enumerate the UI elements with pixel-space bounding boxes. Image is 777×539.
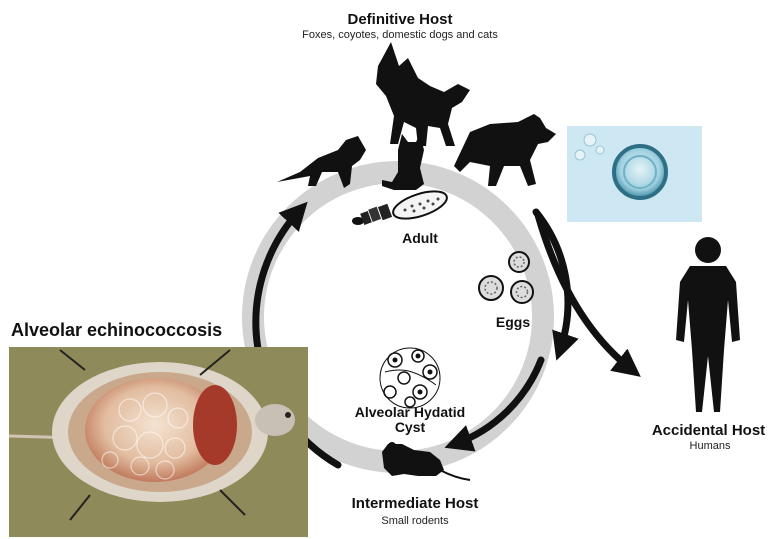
accidental-host-title: Accidental Host — [640, 422, 777, 439]
definitive-host-title: Definitive Host — [315, 11, 485, 28]
cyst-icon — [380, 348, 440, 408]
accidental-host-subtitle: Humans — [660, 440, 760, 452]
intermediate-host-title: Intermediate Host — [330, 495, 500, 512]
egg-photo — [567, 126, 702, 222]
dog-icon — [376, 42, 470, 146]
photo-title: Alveolar echinococcosis — [11, 320, 222, 341]
rodent-necropsy-photo — [9, 347, 308, 537]
egg-icon — [479, 252, 533, 303]
human-icon — [676, 237, 740, 412]
eggs-stage-label: Eggs — [478, 314, 548, 330]
cyst-label-line1: Alveolar Hydatid — [355, 404, 465, 420]
definitive-host-subtitle: Foxes, coyotes, domestic dogs and cats — [265, 29, 535, 41]
adult-stage-label: Adult — [380, 230, 460, 246]
tapeworm-icon — [352, 186, 450, 225]
cyst-label-line2: Cyst — [395, 419, 425, 435]
coyote-icon — [454, 114, 556, 186]
intermediate-host-subtitle: Small rodents — [330, 515, 500, 527]
cyst-stage-label: Alveolar Hydatid Cyst — [340, 405, 480, 435]
